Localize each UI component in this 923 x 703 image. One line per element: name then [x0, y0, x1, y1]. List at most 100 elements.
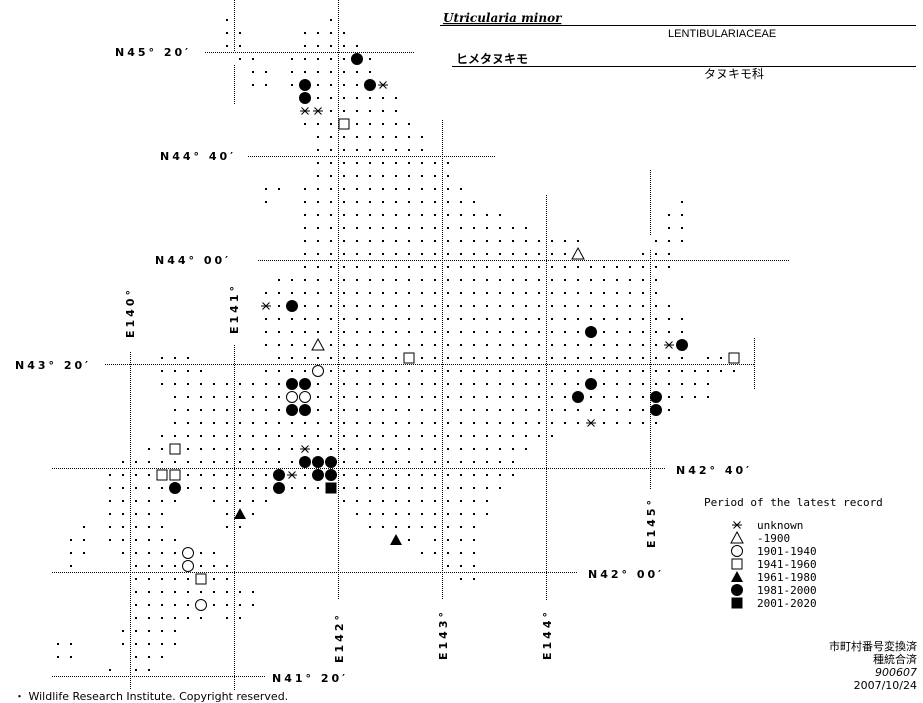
mesh-dot: [473, 214, 475, 216]
mesh-dot: [317, 318, 319, 320]
mesh-dot: [434, 292, 436, 294]
mesh-dot: [369, 461, 371, 463]
record-circle-filled-icon: [286, 378, 298, 390]
mesh-dot: [122, 643, 124, 645]
lon-label-143: E143°: [437, 609, 450, 660]
legend-item-label: unknown: [757, 519, 803, 532]
mesh-dot: [200, 383, 202, 385]
mesh-dot: [512, 357, 514, 359]
mesh-dot: [369, 240, 371, 242]
mesh-dot: [577, 383, 579, 385]
mesh-dot: [148, 539, 150, 541]
mesh-dot: [681, 318, 683, 320]
mesh-dot: [148, 513, 150, 515]
mesh-dot: [629, 318, 631, 320]
mesh-dot: [330, 357, 332, 359]
mesh-dot: [382, 344, 384, 346]
lon-label-140: E140°: [124, 287, 137, 338]
latitude-gridlines: [52, 52, 790, 677]
mesh-dot: [486, 383, 488, 385]
record-circle-filled-icon: [572, 391, 584, 403]
mesh-dot: [525, 370, 527, 372]
mesh-dot: [304, 305, 306, 307]
mesh-dot: [369, 331, 371, 333]
mesh-dot: [447, 448, 449, 450]
mesh-dot: [278, 422, 280, 424]
mesh-dot: [629, 357, 631, 359]
mesh-dot: [512, 474, 514, 476]
mesh-dot: [187, 474, 189, 476]
mesh-dot: [382, 487, 384, 489]
mesh-dot: [733, 370, 735, 372]
mesh-dot: [304, 188, 306, 190]
mesh-dot: [200, 396, 202, 398]
mesh-dot: [590, 292, 592, 294]
mesh-dot: [486, 240, 488, 242]
record-asterisk-icon: [261, 302, 271, 310]
mesh-dot: [564, 357, 566, 359]
mesh-dot: [239, 591, 241, 593]
mesh-dot: [434, 318, 436, 320]
mesh-dot: [317, 240, 319, 242]
legend-item: 1981-2000: [731, 584, 817, 597]
mesh-dot: [577, 331, 579, 333]
mesh-dot: [239, 32, 241, 34]
lon-label-141: E141°: [228, 283, 241, 334]
mesh-dot: [226, 591, 228, 593]
mesh-dot: [447, 357, 449, 359]
mesh-dot: [356, 162, 358, 164]
mesh-dot: [616, 266, 618, 268]
mesh-dot: [317, 409, 319, 411]
mesh-dot: [486, 292, 488, 294]
mesh-dot: [551, 318, 553, 320]
mesh-dot: [434, 227, 436, 229]
mesh-dot: [304, 32, 306, 34]
mesh-dot: [174, 422, 176, 424]
mesh-dot: [525, 227, 527, 229]
mesh-dot: [382, 97, 384, 99]
mesh-dot: [642, 370, 644, 372]
mesh-dot: [343, 422, 345, 424]
mesh-dot: [200, 370, 202, 372]
asterisk-icon: [732, 521, 742, 529]
mesh-dot: [421, 435, 423, 437]
mesh-dot: [473, 370, 475, 372]
mesh-dot: [161, 461, 163, 463]
mesh-dot: [213, 552, 215, 554]
mesh-dot: [252, 409, 254, 411]
mesh-dot: [590, 396, 592, 398]
mesh-dot: [226, 461, 228, 463]
mesh-dot: [512, 253, 514, 255]
mesh-dot: [317, 214, 319, 216]
mesh-dot: [655, 240, 657, 242]
mesh-dot: [629, 422, 631, 424]
mesh-dot: [434, 175, 436, 177]
lat-label-41-20: N41° 20′: [272, 672, 348, 685]
mesh-dot: [213, 448, 215, 450]
mesh-dot: [343, 214, 345, 216]
mesh-dot: [343, 188, 345, 190]
mesh-dot: [174, 617, 176, 619]
mesh-dot: [486, 435, 488, 437]
mesh-dot: [148, 487, 150, 489]
mesh-dot: [239, 526, 241, 528]
mesh-dot: [473, 292, 475, 294]
mesh-dot: [590, 370, 592, 372]
mesh-dot: [343, 32, 345, 34]
mesh-dot: [226, 526, 228, 528]
mesh-dot: [187, 617, 189, 619]
mesh-dot: [408, 526, 410, 528]
mesh-dot: [434, 539, 436, 541]
mesh-dot: [304, 292, 306, 294]
mesh-dot: [265, 409, 267, 411]
mesh-dot: [551, 279, 553, 281]
mesh-dot: [135, 656, 137, 658]
mesh-dot: [421, 409, 423, 411]
record-circle-filled-icon: [650, 404, 662, 416]
mesh-dot: [109, 487, 111, 489]
mesh-dot: [395, 474, 397, 476]
mesh-dot: [395, 370, 397, 372]
record-circle-filled-icon: [585, 378, 597, 390]
mesh-dot: [460, 513, 462, 515]
mesh-dot: [603, 383, 605, 385]
